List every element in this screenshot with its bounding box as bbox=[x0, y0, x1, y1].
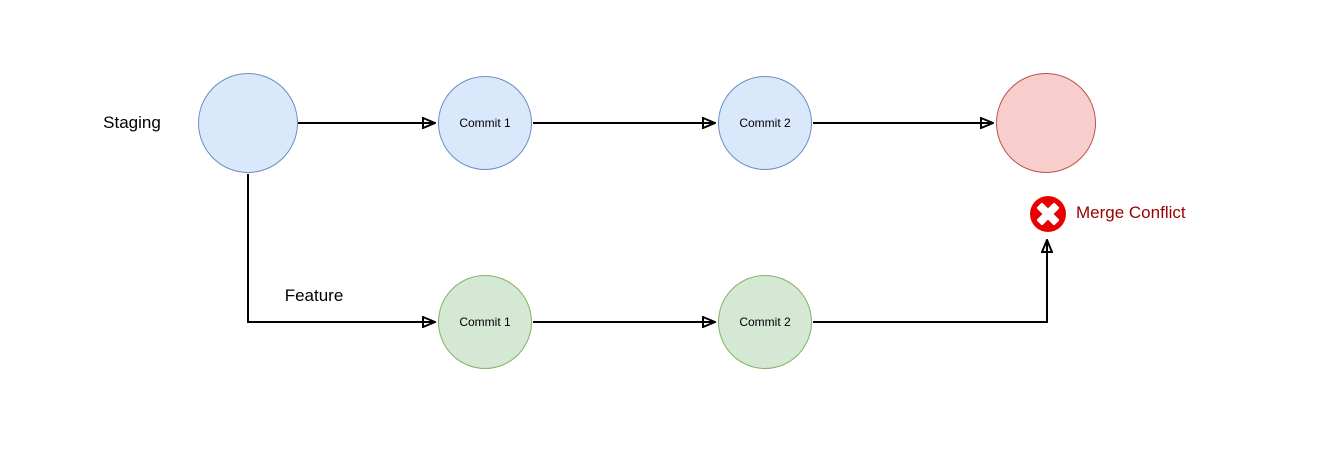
error-x-icon bbox=[1030, 196, 1066, 232]
branch-label-feature: Feature bbox=[284, 286, 344, 305]
node-feature-commit2: Commit 2 bbox=[718, 275, 812, 369]
connector-feature-branch-from-start bbox=[247, 174, 434, 322]
branch-label-staging: Staging bbox=[103, 113, 161, 132]
node-label-feature-commit1: Commit 1 bbox=[459, 315, 511, 329]
connector-feature-commit2-to-error-icon bbox=[813, 241, 1047, 323]
node-merge-conflict bbox=[996, 73, 1096, 173]
node-label-feature-commit2: Commit 2 bbox=[739, 315, 791, 329]
node-label-staging-commit2: Commit 2 bbox=[739, 116, 791, 130]
merge-conflict-label: Merge Conflict bbox=[1076, 203, 1186, 222]
node-label-staging-commit1: Commit 1 bbox=[459, 116, 511, 130]
node-feature-commit1: Commit 1 bbox=[438, 275, 532, 369]
node-staging-commit1: Commit 1 bbox=[438, 76, 532, 170]
node-staging-commit2: Commit 2 bbox=[718, 76, 812, 170]
node-staging-start bbox=[198, 73, 298, 173]
